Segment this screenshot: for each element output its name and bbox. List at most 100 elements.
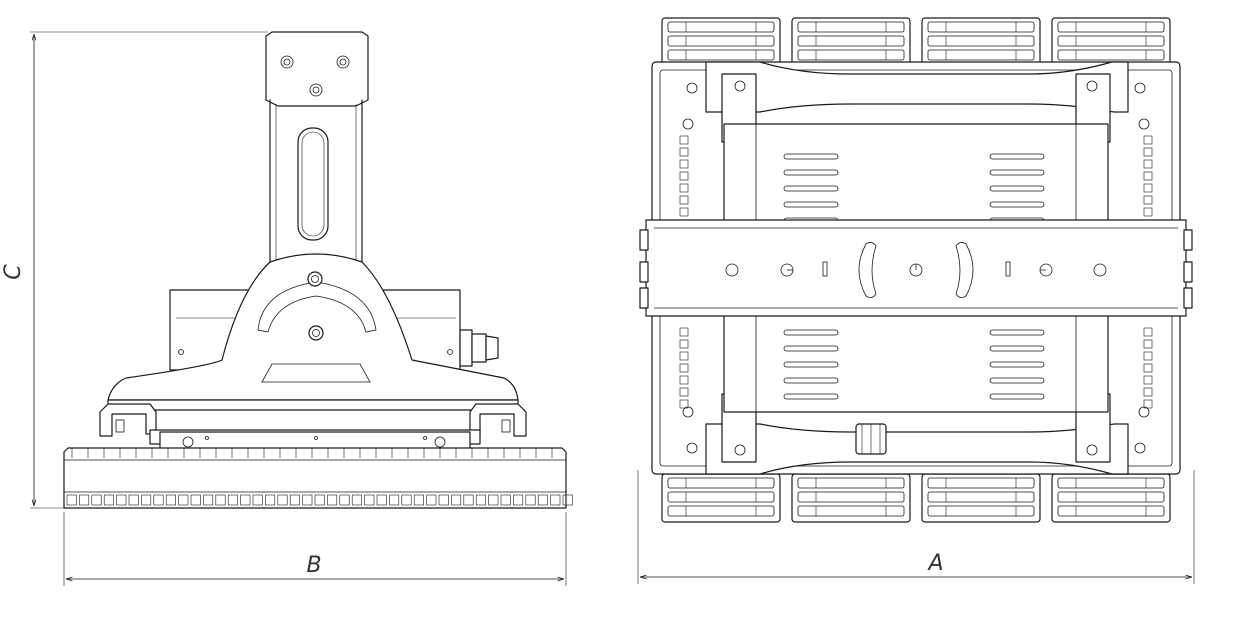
- fin-cell: [302, 494, 313, 506]
- fin-cell: [513, 494, 524, 506]
- vent-slot: [989, 169, 1045, 176]
- yoke-slot-small: [1005, 261, 1011, 277]
- bracket-bolt-inner: [339, 58, 347, 66]
- side-fin: [1143, 135, 1153, 145]
- yoke-lock-bolt: [308, 325, 324, 341]
- fin-cell: [240, 494, 251, 506]
- heatsink: [63, 447, 567, 509]
- side-fin: [1143, 387, 1153, 397]
- corner-bolt: [1134, 442, 1146, 454]
- module-lens: [797, 35, 905, 47]
- side-fin: [1143, 195, 1153, 205]
- side-fin: [679, 159, 689, 169]
- module-lens: [1057, 505, 1165, 517]
- module-lens: [797, 477, 905, 489]
- fin-cell: [389, 494, 400, 506]
- fin-cell: [376, 494, 387, 506]
- clamp-bolt: [501, 419, 511, 433]
- vent-slot: [783, 361, 839, 368]
- yoke-arc-slot: [257, 281, 377, 333]
- fin-cell: [141, 494, 152, 506]
- module-lens: [1057, 35, 1165, 47]
- corner-bolt: [1138, 118, 1150, 130]
- vent-slot: [783, 345, 839, 352]
- corner-bolt: [1134, 82, 1146, 94]
- fin-cell: [289, 494, 300, 506]
- vent-slot: [783, 329, 839, 336]
- module-lens: [667, 491, 775, 503]
- module-screw: [434, 436, 446, 448]
- module-lens: [927, 477, 1035, 489]
- module-lens: [667, 505, 775, 517]
- corner-bolt: [734, 80, 746, 92]
- led-module: [661, 473, 781, 523]
- corner-bolts: [682, 80, 1150, 456]
- dimension-c-label: C: [1, 264, 26, 280]
- module-lens: [797, 49, 905, 61]
- yoke-arc-slot-left: [858, 242, 877, 298]
- fin-cell: [401, 494, 412, 506]
- side-fin: [679, 135, 689, 145]
- fin-cell: [351, 494, 362, 506]
- module-lens: [927, 21, 1035, 33]
- fin-cell: [190, 494, 201, 506]
- corner-bolt: [1138, 406, 1150, 418]
- vent-slot: [989, 185, 1045, 192]
- vent-slot: [989, 201, 1045, 208]
- fin-cell: [550, 494, 561, 506]
- cable-gland-cap: [485, 335, 499, 361]
- fin-cell: [413, 494, 424, 506]
- side-fin: [1143, 183, 1153, 193]
- cable-gland-base: [459, 329, 473, 367]
- side-fin: [1143, 363, 1153, 373]
- module-dot: [314, 436, 318, 440]
- fin-cell: [128, 494, 139, 506]
- vent-slot: [783, 185, 839, 192]
- vent-slot: [989, 153, 1045, 160]
- side-fin: [1143, 399, 1153, 409]
- housing-screw: [447, 349, 453, 355]
- module-lens: [667, 21, 775, 33]
- yoke-hole: [1093, 263, 1107, 277]
- side-fin: [679, 195, 689, 205]
- side-fin: [1143, 147, 1153, 157]
- vent-slot: [989, 345, 1045, 352]
- yoke-lock-bolt-inner: [312, 329, 320, 337]
- yoke-pivot-bolt: [307, 271, 323, 287]
- fin-cell: [525, 494, 536, 506]
- module-lens: [927, 49, 1035, 61]
- yoke-end-cap: [639, 229, 649, 251]
- fin-cell: [562, 494, 573, 506]
- fin-cell: [500, 494, 511, 506]
- bracket-bolt: [280, 55, 294, 69]
- vent-slot: [783, 201, 839, 208]
- module-lens: [1057, 477, 1165, 489]
- side-fin: [1143, 171, 1153, 181]
- led-module: [1051, 17, 1171, 67]
- module-lens: [667, 35, 775, 47]
- fin-cell: [116, 494, 127, 506]
- vent-slot: [783, 377, 839, 384]
- yoke-end-cap: [1183, 261, 1193, 283]
- side-fin: [679, 183, 689, 193]
- corner-bolt: [686, 442, 698, 454]
- corner-bolt: [686, 82, 698, 94]
- corner-bolt: [1086, 80, 1098, 92]
- yoke-end-cap: [1183, 229, 1193, 251]
- module-lens: [797, 505, 905, 517]
- module-lens: [797, 491, 905, 503]
- module-dot: [423, 436, 427, 440]
- side-fins: [679, 135, 1153, 409]
- yoke-slot-small: [822, 261, 828, 277]
- fin-cell: [314, 494, 325, 506]
- module-lens: [1057, 491, 1165, 503]
- yoke-end-cap: [639, 287, 649, 309]
- bottom-bracket: [705, 423, 1129, 475]
- vent-slot: [989, 393, 1045, 400]
- bracket-bolt: [309, 83, 323, 97]
- vent-slot: [783, 169, 839, 176]
- module-lens: [1057, 21, 1165, 33]
- module-lens: [927, 505, 1035, 517]
